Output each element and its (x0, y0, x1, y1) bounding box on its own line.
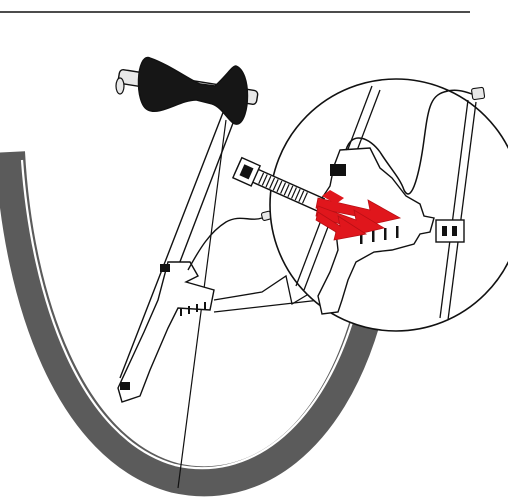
clip-icon (436, 220, 464, 242)
bracket-icon (118, 262, 214, 402)
connector-icon (188, 211, 272, 270)
roller-icon (116, 58, 258, 125)
